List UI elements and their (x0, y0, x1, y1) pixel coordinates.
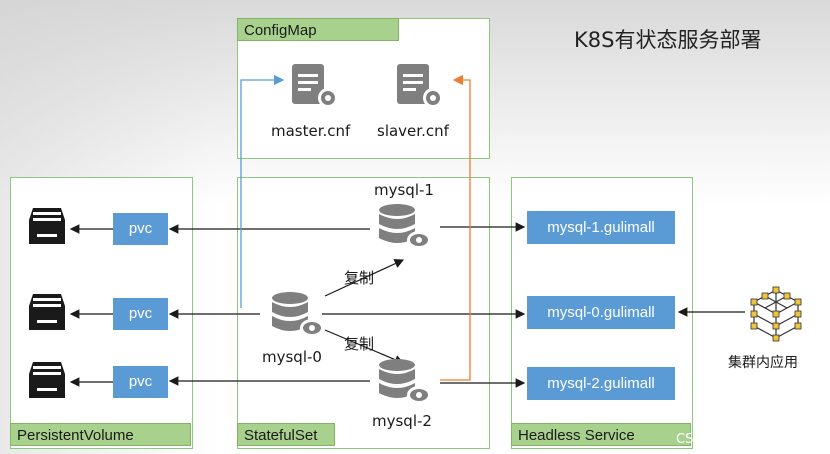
mysql-2-database-icon (379, 359, 431, 404)
disk-icon-0 (29, 294, 65, 330)
service-box-mysql-0: mysql-0.gulimall (527, 296, 675, 329)
master-config-file-icon (292, 64, 338, 108)
disk-icon-1 (29, 208, 65, 244)
cluster-app-cube-icon (750, 286, 802, 342)
pvc-box-1: pvc (113, 213, 168, 245)
master-config-label: master.cnf (271, 122, 351, 140)
mysql-1-database-icon (379, 204, 431, 249)
statefulset-label: StatefulSet (237, 423, 335, 446)
diagram-title: K8S有状态服务部署 (574, 28, 762, 52)
replicate-arrow-1 (324, 259, 405, 297)
configmap-box (237, 18, 490, 159)
disk-icon-2 (29, 362, 65, 398)
service-box-mysql-1: mysql-1.gulimall (527, 211, 675, 244)
replicate-label-1: 复制 (344, 269, 375, 287)
persistent-volume-label: PersistentVolume (10, 423, 191, 446)
cluster-app-label: 集群内应用 (728, 355, 798, 371)
configmap-label: ConfigMap (237, 18, 399, 41)
master-config-link (240, 74, 285, 308)
slaver-config-link (440, 74, 471, 381)
slaver-config-file-icon (397, 64, 443, 108)
replicate-arrow-2 (324, 329, 405, 365)
service-box-mysql-2: mysql-2.gulimall (527, 367, 675, 400)
mysql-1-label: mysql-1 (374, 181, 434, 199)
watermark: CSDN @有语忆语 (676, 432, 783, 447)
replicate-label-2: 复制 (344, 335, 375, 353)
mysql-2-label: mysql-2 (372, 412, 432, 430)
mysql-0-label: mysql-0 (262, 348, 322, 366)
slaver-config-label: slaver.cnf (377, 122, 449, 140)
headless-service-label: Headless Service (511, 423, 691, 446)
mysql-0-database-icon (272, 292, 324, 337)
pvc-box-2: pvc (113, 366, 168, 398)
pvc-box-0: pvc (113, 298, 168, 330)
